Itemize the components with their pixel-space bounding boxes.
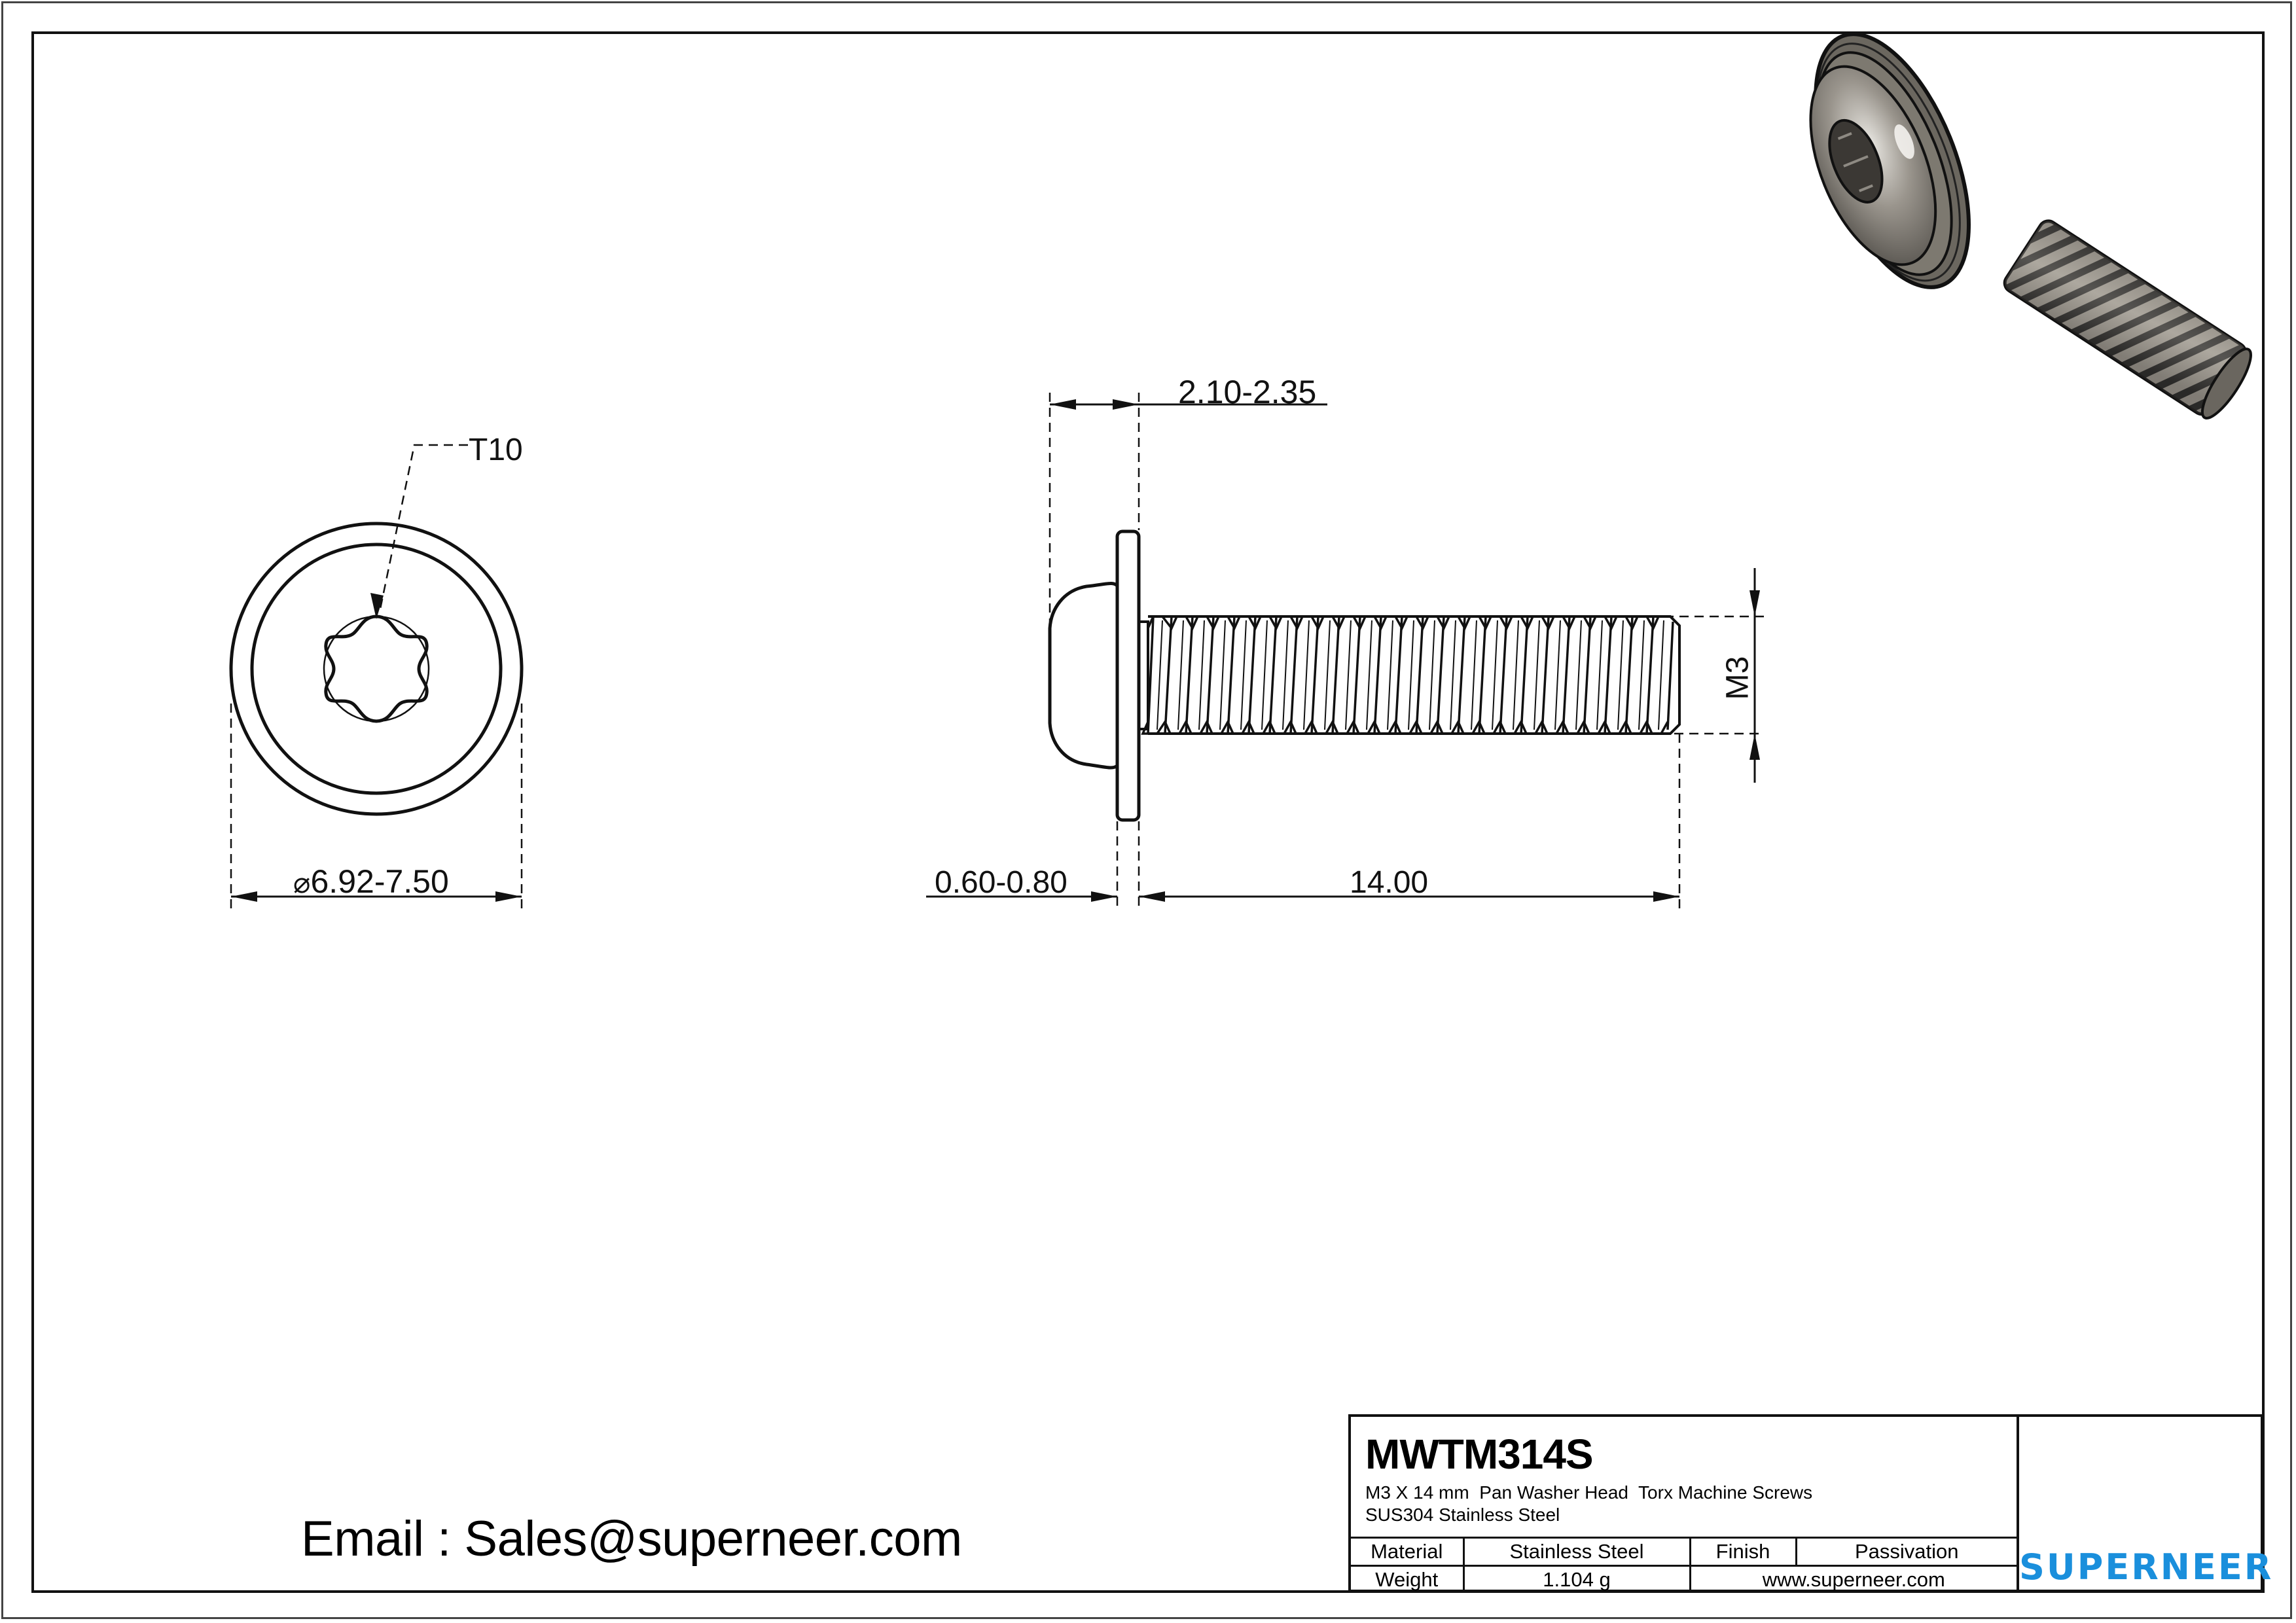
part-material-spec: SUS304 Stainless Steel (1365, 1505, 1560, 1525)
front-view (229, 444, 524, 910)
torx-recess-icon (324, 615, 429, 723)
weight-label: Weight (1351, 1565, 1465, 1593)
washer-diameter-value: 6.92-7.50 (310, 863, 449, 900)
head-circle (250, 543, 503, 795)
washer-outer-circle (229, 522, 524, 816)
material-value: Stainless Steel (1462, 1537, 1691, 1567)
brand-logo: SUPERNEER (2019, 1417, 2274, 1590)
table-row: Material Stainless Steel Finish Passivat… (1351, 1537, 2017, 1567)
finish-label: Finish (1689, 1537, 1797, 1567)
material-label: Material (1351, 1537, 1465, 1567)
table-row: Weight 1.104 g www.superneer.com (1351, 1565, 2017, 1593)
screw-3d-render (1809, 32, 2252, 419)
t10-leader-line (378, 444, 468, 613)
website-link[interactable]: www.superneer.com (1689, 1565, 2017, 1593)
title-block-info: MWTM314S M3 X 14 mm Pan Washer Head Torx… (1351, 1417, 2019, 1593)
washer-diameter-label: ⌀6.92-7.50 (293, 865, 449, 898)
brand-name: SUPERNEER (2019, 1546, 2274, 1588)
finish-value: Passivation (1795, 1537, 2017, 1567)
inner-border (31, 31, 2265, 1593)
side-view (926, 393, 1764, 910)
washer-thickness-label: 0.60-0.80 (935, 865, 1067, 900)
diameter-symbol-icon: ⌀ (293, 866, 311, 900)
contact-email: Email : Sales@superneer.com (301, 1511, 962, 1567)
pan-head-dome (1048, 581, 1119, 770)
part-description: M3 X 14 mm Pan Washer Head Torx Machine … (1365, 1482, 1813, 1503)
thread-size-label: M3 (1720, 656, 1755, 700)
title-block: MWTM314S M3 X 14 mm Pan Washer Head Torx… (1348, 1414, 2274, 1593)
torx-drive-label: T10 (469, 433, 523, 467)
part-code: MWTM314S (1365, 1431, 1594, 1478)
weight-value: 1.104 g (1462, 1565, 1691, 1593)
torx-outline-circle (323, 615, 430, 722)
thread-crests (1141, 615, 1674, 735)
length-label: 14.00 (1350, 865, 1429, 900)
washer-flange (1115, 529, 1141, 822)
head-height-label: 2.10-2.35 (1178, 374, 1317, 410)
properties-table: Material Stainless Steel Finish Passivat… (1351, 1537, 2017, 1593)
t10-leader-arrow (370, 593, 384, 619)
